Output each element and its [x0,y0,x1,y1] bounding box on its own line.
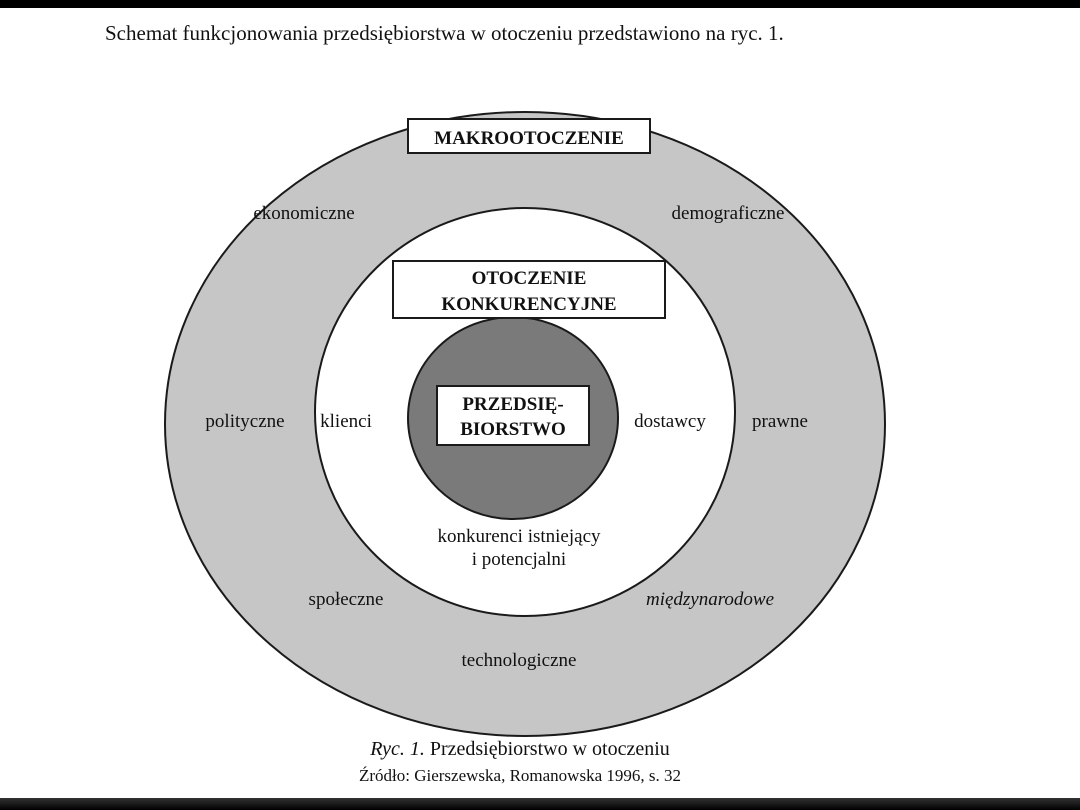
factor-economic: ekonomiczne [253,203,354,224]
figure-title: Przedsiębiorstwo w otoczeniu [429,738,670,760]
actor-suppliers: dostawcy [634,411,706,432]
factor-legal: prawne [752,411,808,432]
factor-social: społeczne [309,589,384,610]
macro-title-box [407,118,651,154]
top-black-band [0,0,1080,8]
competitive-title-line2: KONKURENCYJNE [441,294,616,315]
enterprise-title-line2: BIORSTWO [460,419,566,440]
macro-title: MAKROOTOCZENIE [434,128,624,149]
actor-competitors-line1: konkurenci istniejący [437,526,601,547]
competitive-title-line1: OTOCZENIE [472,268,587,289]
actor-competitors-line2: i potencjalni [472,549,566,570]
figure-caption: Ryc. 1. Przedsiębiorstwo w otoczeniu [0,738,1040,761]
enterprise-title-line1: PRZEDSIĘ- [462,394,563,415]
factor-international: międzynarodowe [646,589,774,610]
environment-diagram: MAKROOTOCZENIE ekonomiczne demograficzne… [164,111,886,737]
figure-label: Ryc. 1. [370,738,425,760]
intro-sentence: Schemat funkcjonowania przedsiębiorstwa … [105,21,784,45]
enterprise-title-box [436,385,590,446]
competitive-title-box [392,260,666,319]
factor-political: polityczne [205,411,284,432]
actor-clients: klienci [320,411,372,432]
factor-demographic: demograficzne [672,203,785,224]
factor-technological: technologiczne [461,650,576,671]
bottom-black-band [0,798,1080,810]
slide: Schemat funkcjonowania przedsiębiorstwa … [0,8,1080,798]
figure-source: Źródło: Gierszewska, Romanowska 1996, s.… [358,766,681,785]
